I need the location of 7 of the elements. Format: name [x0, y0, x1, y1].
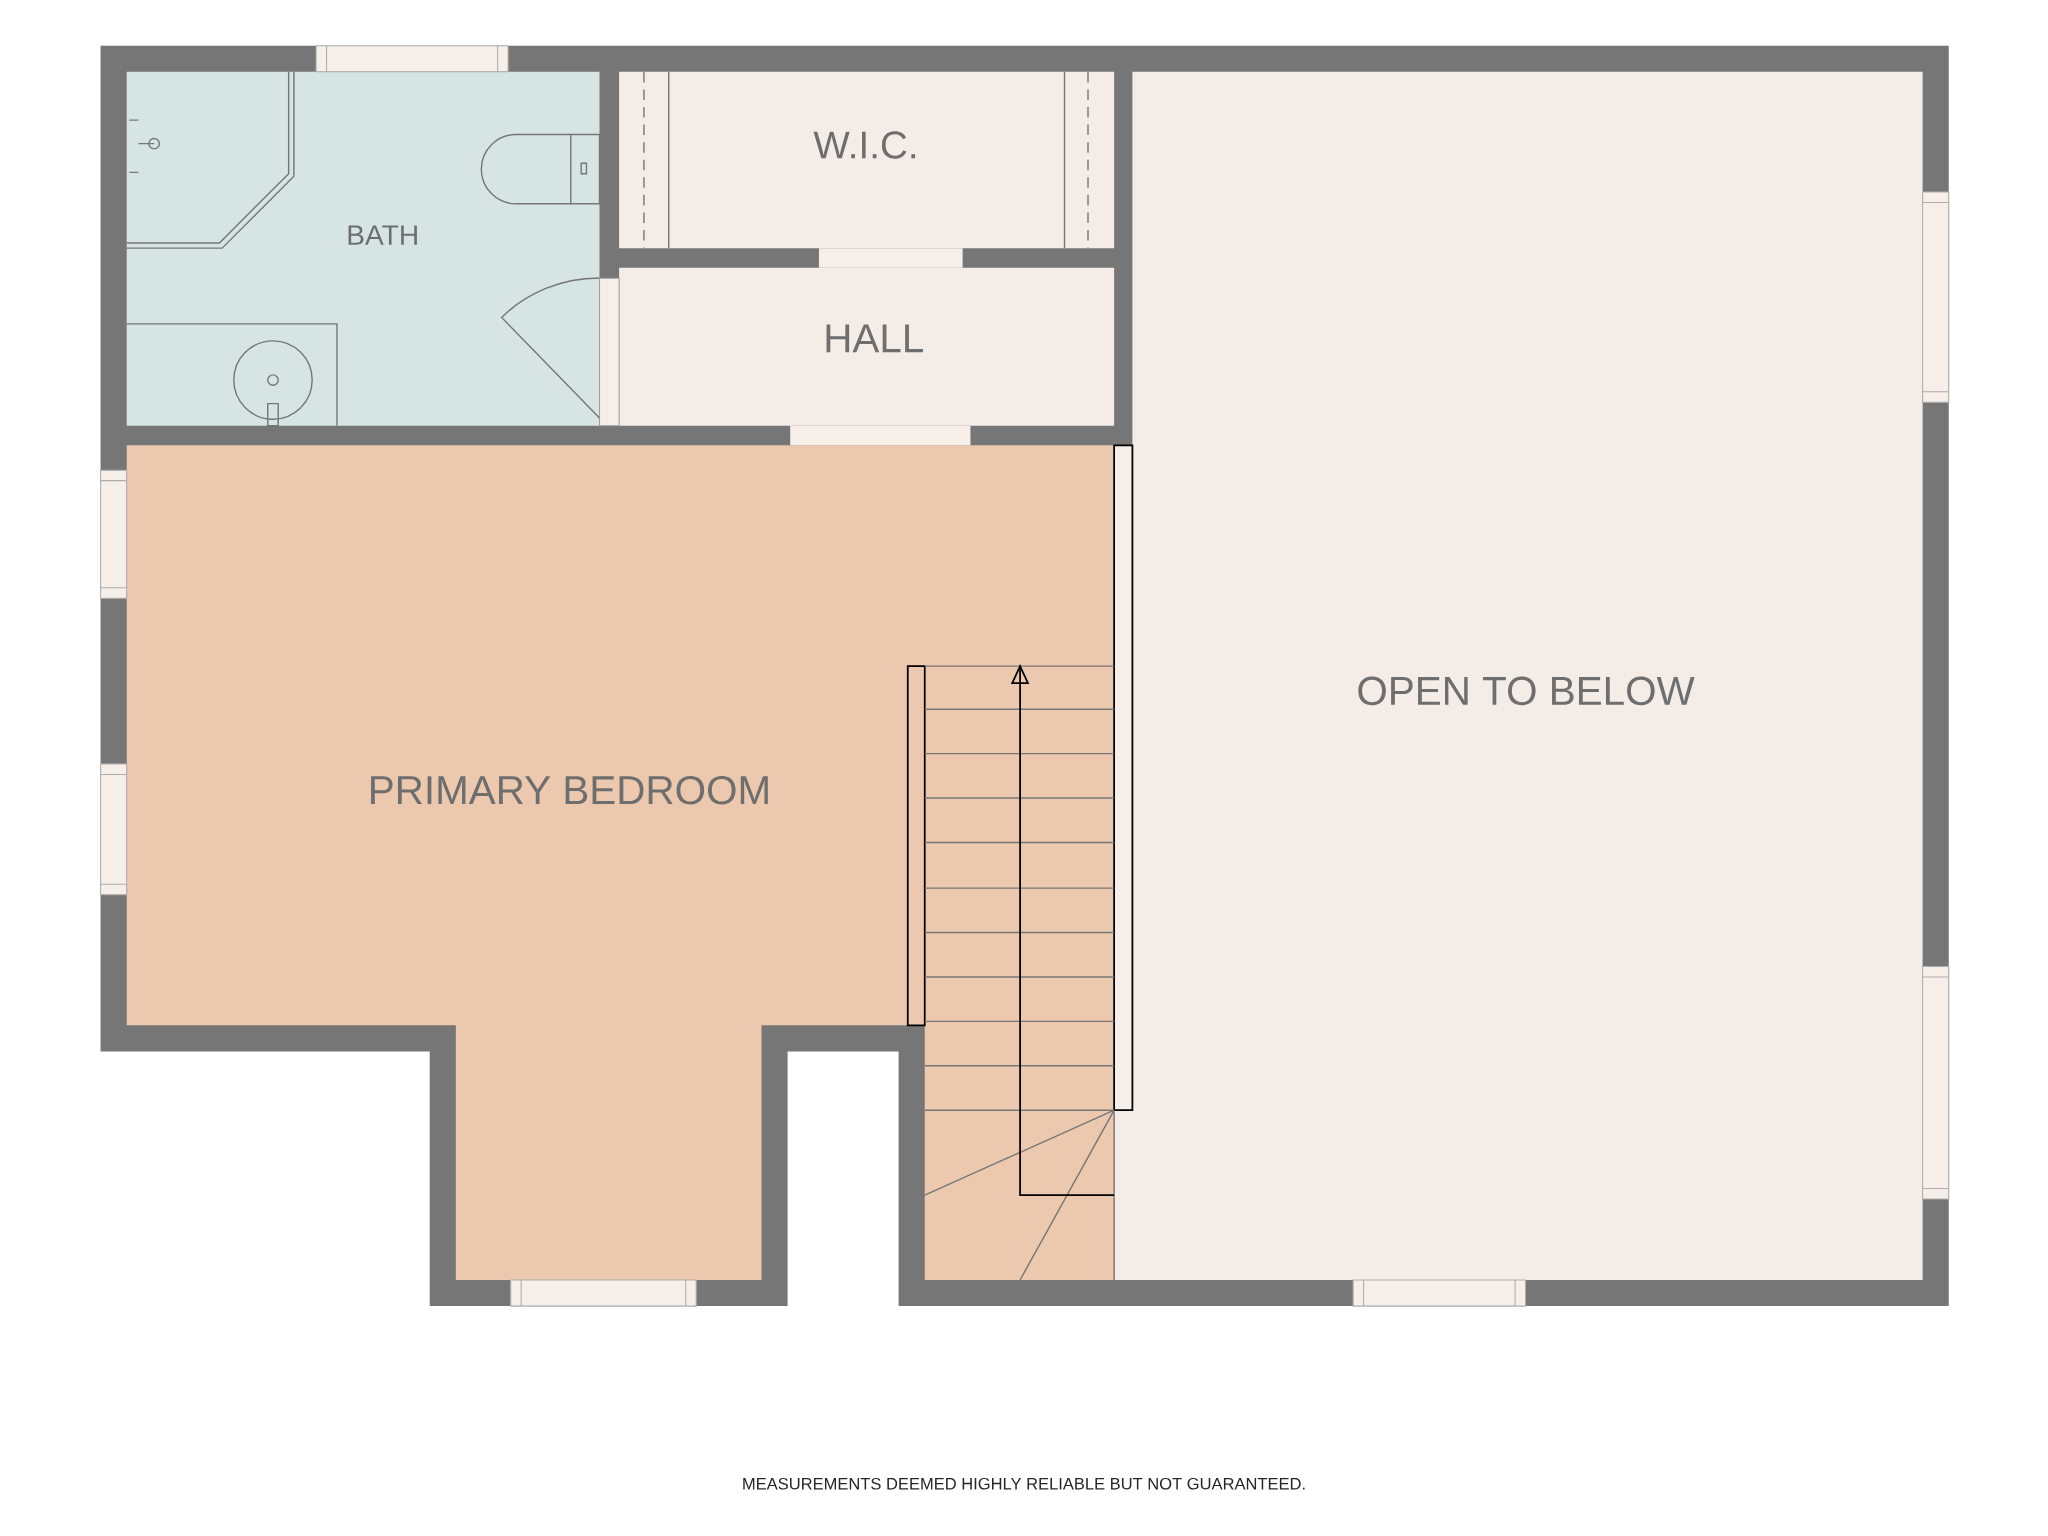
room-floor: W.I.C.: [619, 71, 1115, 249]
room-floor: PRIMARY BEDROOM: [126, 445, 1115, 1280]
room-floor: BATH: [126, 71, 600, 426]
room-floor: HALL: [619, 267, 1115, 426]
node-label: HALL: [826, 324, 923, 353]
footer-note: MEASUREMENTS DEEMED HIGHLY RELIABLE BUT NOT GUARANTEED.: [743, 1477, 1305, 1490]
room-floor: OPEN TO BELOW: [1114, 71, 1923, 1280]
